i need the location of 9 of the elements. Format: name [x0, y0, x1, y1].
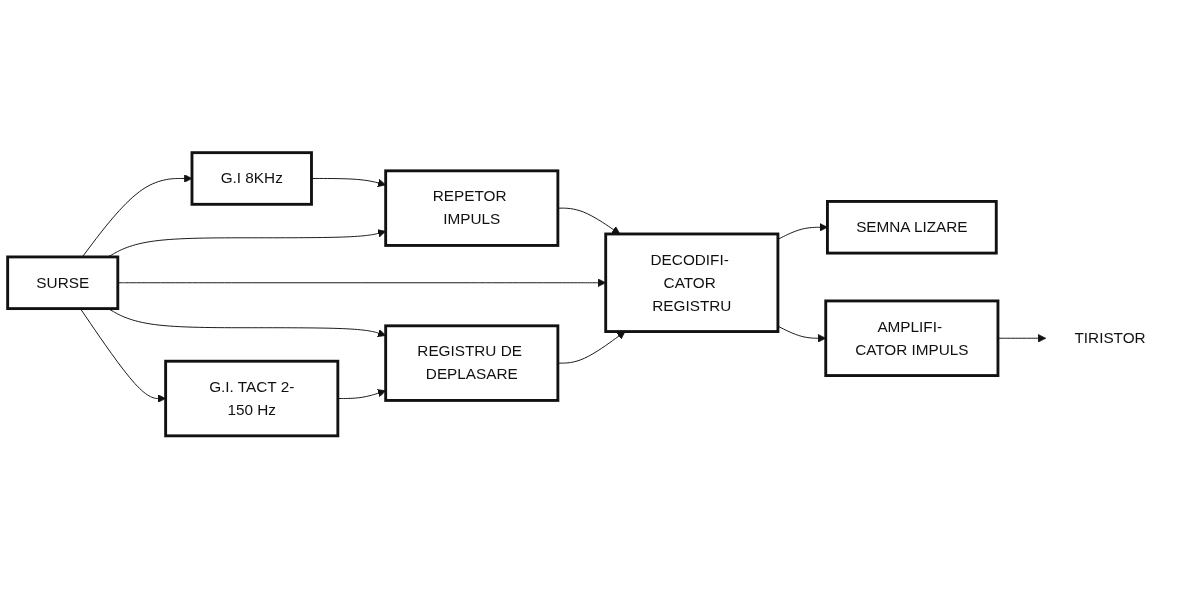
- node-box: REPETOR IMPULS: [384, 169, 560, 248]
- node-box: G.I 8KHz: [190, 151, 313, 206]
- node-box: SURSE: [6, 255, 120, 311]
- node-box: G.I. TACT 2-150 Hz: [164, 360, 340, 438]
- node-text: TIRISTOR: [1074, 329, 1146, 347]
- node-box: DECODIFI- CATOR REGISTRU: [604, 232, 780, 334]
- node-box: REGISTRU DE DEPLASARE: [384, 324, 560, 403]
- node-box: AMPLIFI- CATOR IMPULS: [824, 299, 1000, 378]
- node-box: SEMNA LIZARE: [826, 200, 998, 255]
